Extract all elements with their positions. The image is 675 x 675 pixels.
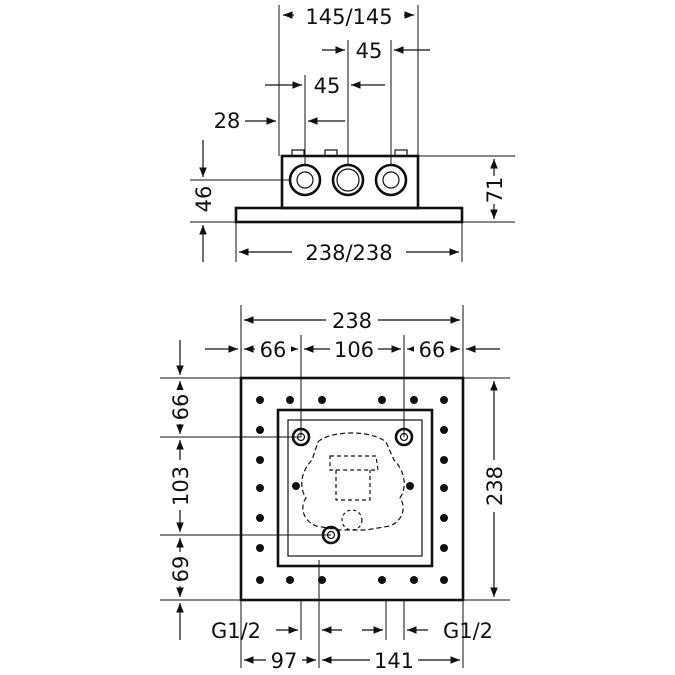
top-view: 145/145 45 45 28 46 71 238/238 — [190, 3, 515, 265]
dim-width-base: 238/238 — [305, 241, 392, 265]
dim-v-top: 66 — [169, 394, 193, 421]
dim-bottom-right: 141 — [374, 649, 414, 673]
top-view-tab — [324, 149, 338, 157]
valve-body — [301, 432, 405, 531]
dim-offset: 28 — [214, 109, 241, 133]
dim-seg-right: 66 — [419, 338, 446, 362]
dim-width-total: 238 — [332, 309, 372, 333]
dim-seg-mid: 106 — [334, 338, 374, 362]
port-left — [288, 163, 322, 197]
front-view-recess — [276, 408, 434, 568]
dim-thread-left: G1/2 — [211, 619, 261, 643]
top-view-tab — [394, 149, 408, 157]
dim-height-inner: 46 — [192, 186, 216, 213]
dim-v-mid: 103 — [169, 466, 193, 506]
top-view-base-plate — [234, 206, 464, 224]
dim-thread-right: G1/2 — [443, 619, 493, 643]
dim-height-total-front: 238 — [483, 466, 507, 506]
dim-height-total: 71 — [483, 177, 507, 204]
dim-spacing-left: 45 — [314, 74, 341, 98]
top-view-tab — [291, 149, 305, 157]
dim-seg-left: 66 — [260, 338, 287, 362]
front-view-recess-inner — [287, 419, 423, 557]
top-view-body — [280, 154, 420, 210]
port-right — [374, 163, 408, 197]
dim-spacing-right: 45 — [356, 39, 383, 63]
mounting-holes — [256, 396, 448, 584]
dim-v-bot: 69 — [169, 556, 193, 583]
front-view: 238 66 106 66 66 103 69 238 G1/2 — [160, 305, 510, 673]
dim-width-top: 145/145 — [305, 5, 392, 29]
dim-bottom-left: 97 — [271, 649, 298, 673]
port-center — [331, 163, 365, 197]
